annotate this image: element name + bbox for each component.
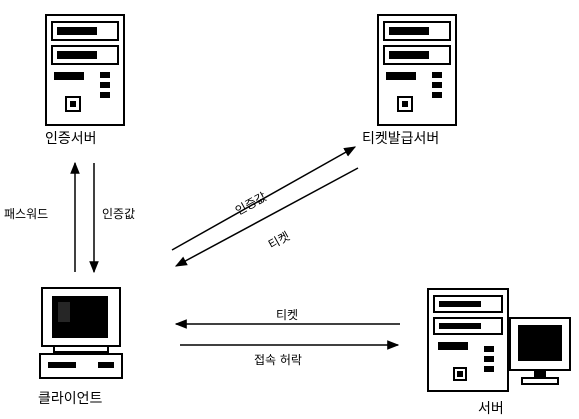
server-icon [427,288,571,392]
ticket-to-server-label: 티켓 [276,308,299,322]
auth-server-icon [45,14,125,126]
auth-server-label: 인증서버 [45,131,97,147]
auth-value-down-label: 인증값 [102,207,136,221]
client-label: 클라이언트 [38,391,103,407]
ticket-server-icon [377,14,457,126]
client-pc-icon [39,287,123,379]
auth-value-to-tgs-arrow [171,146,357,251]
ticket-from-tgs-arrow [174,167,359,267]
access-granted-label: 접속 허락 [254,353,302,367]
password-label: 패스워드 [4,207,49,221]
server-label: 서버 [478,401,504,417]
ticket-server-label: 티켓발급서버 [362,131,440,147]
